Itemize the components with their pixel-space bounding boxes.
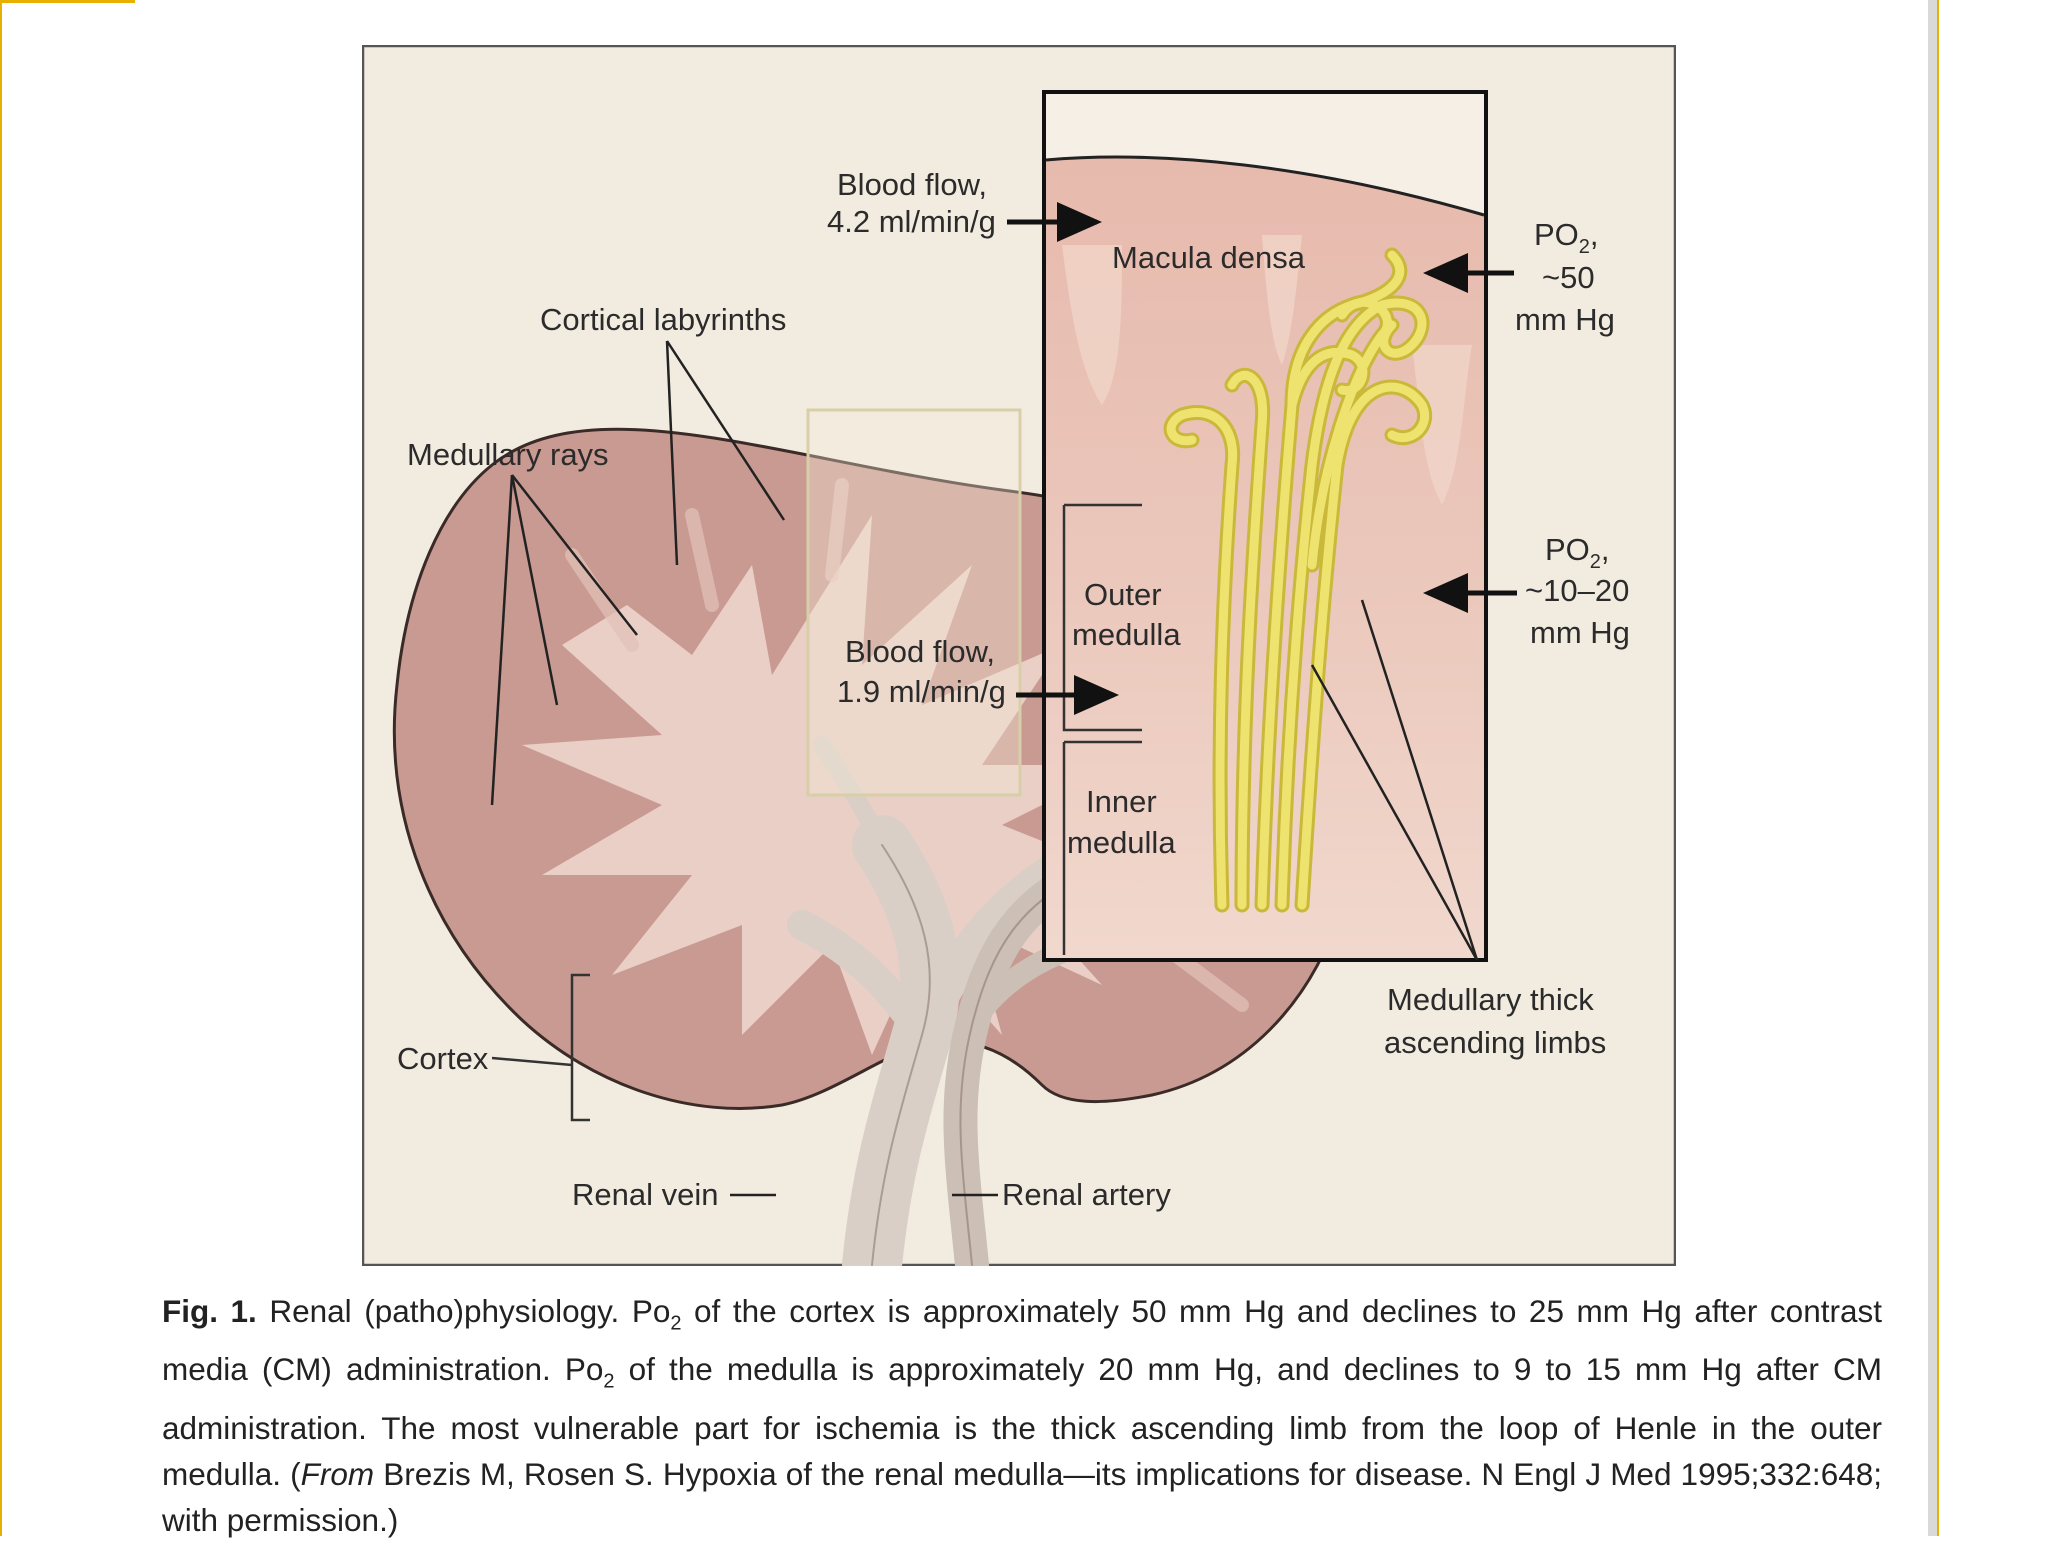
label-blood-flow-medulla-1: Blood flow, [845,634,995,669]
label-po2-cortex-unit: mm Hg [1515,302,1615,337]
slide-border-left [0,0,2,1536]
label-cortex: Cortex [397,1041,489,1076]
label-inner-medulla-2: medulla [1067,825,1176,860]
arrows [1007,202,1517,715]
label-po2-medulla: PO2, [1545,532,1610,573]
kidney-figure: Cortical labyrinths Medullary rays Corte… [362,45,1676,1266]
slide-border-top [0,0,135,3]
caption-text-4: Brezis M, Rosen S. Hypoxia of the renal … [162,1455,1882,1538]
caption-text-3: of the medulla is approximately 20 mm Hg… [162,1351,1882,1492]
label-renal-vein: Renal vein [572,1177,718,1212]
cortex-leader [491,1056,573,1067]
caption-sub-1: 2 [670,1312,682,1335]
label-blood-flow-medulla-2: 1.9 ml/min/g [837,674,1006,709]
label-inner-medulla-1: Inner [1086,784,1157,819]
label-macula-densa: Macula densa [1112,240,1306,275]
kidney-diagram: Cortical labyrinths Medullary rays Corte… [362,45,1676,1266]
label-po2-cortex: PO2, [1534,217,1599,258]
slide-border-right [1937,0,2048,1536]
leader-lines [490,340,786,806]
slide-shadow-right [1928,0,1937,1536]
caption-text-1: Renal (patho)physiology. Po [256,1293,671,1329]
label-po2-medulla-value: ~10–20 [1525,573,1629,608]
label-cortical-labyrinths: Cortical labyrinths [540,302,786,337]
label-renal-artery: Renal artery [1002,1177,1171,1212]
label-po2-medulla-unit: mm Hg [1530,615,1630,650]
label-thick-limbs-1: Medullary thick [1387,982,1594,1017]
label-medullary-rays: Medullary rays [407,437,609,472]
label-blood-flow-cortex-1: Blood flow, [837,167,987,202]
nephron-inset [1042,90,1488,962]
label-outer-medulla-2: medulla [1072,617,1181,652]
label-outer-medulla-1: Outer [1084,577,1162,612]
caption-sub-2: 2 [603,1370,615,1393]
caption-italic: From [300,1455,375,1492]
figure-caption: Fig. 1. Renal (patho)physiology. Po2 of … [162,1288,1882,1543]
renal-vessels [787,736,1170,1266]
label-blood-flow-cortex-2: 4.2 ml/min/g [827,204,996,239]
thick-limb-leaders [1310,599,1479,961]
label-po2-cortex-value: ~50 [1542,260,1595,295]
zoom-region-box [806,408,1022,797]
caption-text-2: of the cortex is approximately 50 mm Hg … [162,1293,1882,1388]
label-thick-limbs-2: ascending limbs [1384,1025,1606,1060]
caption-lead: Fig. 1. [162,1293,257,1329]
cortex-bracket [570,973,590,1122]
